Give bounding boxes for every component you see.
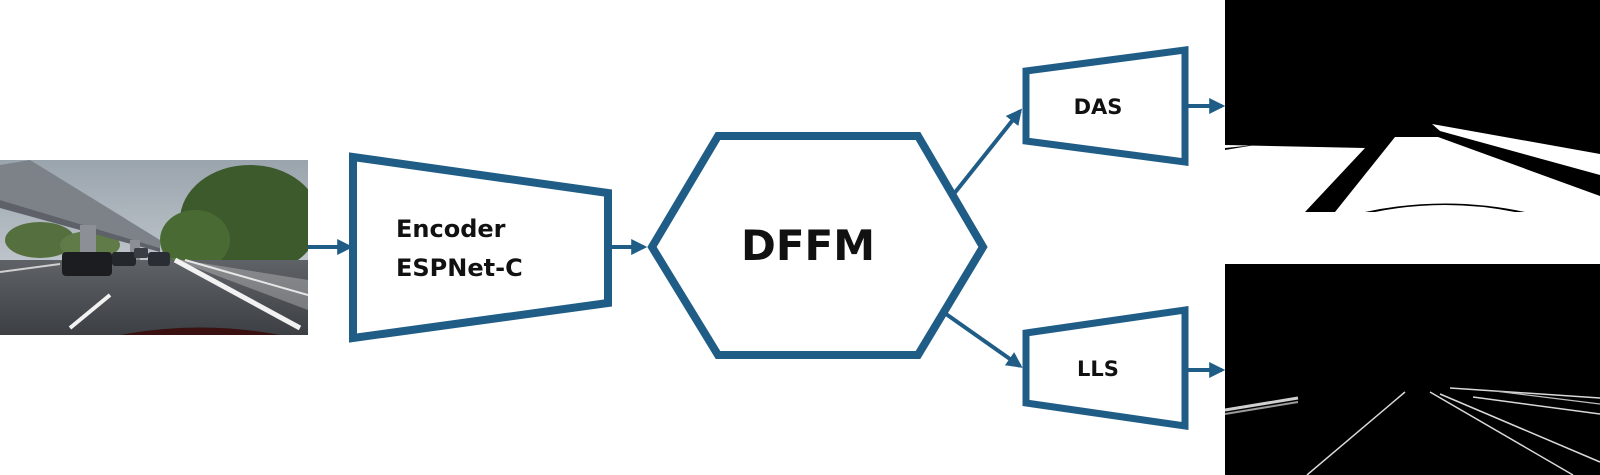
das-output-mask [1225, 0, 1600, 212]
dffm-label: DFFM [741, 221, 875, 270]
arrow-dffm-to-lls [944, 312, 1023, 368]
dffm-block [647, 132, 988, 359]
lls-head-block [1022, 305, 1189, 431]
encoder-label-line2: ESPNet-C [396, 254, 523, 282]
lls-label: LLS [1077, 357, 1119, 381]
encoder-block [349, 152, 612, 343]
das-label: DAS [1074, 95, 1123, 119]
das-head-block [1022, 46, 1189, 166]
arrow-dffm-to-das [951, 108, 1022, 197]
encoder-label-line1: Encoder [396, 215, 506, 243]
lls-output-mask [1224, 264, 1600, 475]
input-road-image [0, 160, 308, 335]
